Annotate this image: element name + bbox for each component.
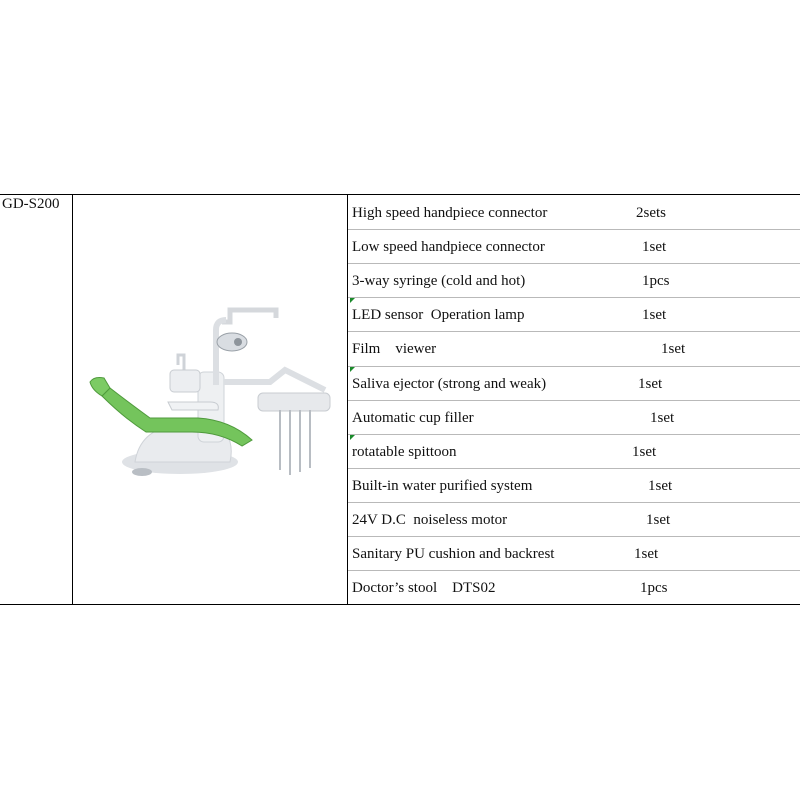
spec-item-qty: 1pcs [642, 273, 670, 289]
spec-item-qty: 1set [646, 512, 671, 528]
spec-item-name: High speed handpiece connector [352, 205, 548, 221]
spec-item-qty: 1set [648, 478, 673, 494]
spec-item-name: Doctor’s stool DTS02 [352, 580, 496, 596]
spec-item-qty: 1set [642, 307, 667, 323]
spec-row: Doctor’s stool DTS02 1pcs [350, 571, 800, 605]
cell-marker [350, 367, 355, 372]
spec-row: Sanitary PU cushion and backrest 1set [350, 537, 800, 571]
spec-item-name: Film viewer [352, 341, 437, 357]
spec-row: Automatic cup filler 1set [350, 401, 800, 435]
spec-item-qty: 1set [638, 376, 663, 392]
spec-item-name: Sanitary PU cushion and backrest [352, 546, 555, 562]
spec-item-qty: 2sets [636, 205, 666, 221]
row-separator [348, 331, 800, 332]
cell-marker [350, 298, 355, 303]
spec-item-name: LED sensor Operation lamp [352, 307, 525, 323]
row-separator [348, 366, 800, 367]
row-separator [348, 570, 800, 571]
spec-item-qty: 1set [632, 444, 657, 460]
spec-row: 24V D.C noiseless motor 1set [350, 503, 800, 537]
spec-row: Low speed handpiece connector 1set [350, 230, 800, 264]
row-separator [348, 434, 800, 435]
model-number: GD-S200 [2, 196, 60, 212]
spec-row: Saliva ejector (strong and weak) 1set [350, 367, 800, 401]
spec-row: rotatable spittoon 1set [350, 435, 800, 469]
spec-item-qty: 1set [661, 341, 686, 357]
table-bottom-border [0, 604, 800, 605]
table-top-border [0, 194, 800, 195]
spec-row: Film viewer 1set [350, 332, 800, 366]
spec-row: 3-way syringe (cold and hot) 1pcs [350, 264, 800, 298]
row-separator [348, 263, 800, 264]
spec-item-name: rotatable spittoon [352, 444, 457, 460]
spec-row: Built-in water purified system 1set [350, 469, 800, 503]
spec-item-qty: 1set [642, 239, 667, 255]
spec-item-name: Saliva ejector (strong and weak) [352, 376, 547, 392]
spec-item-qty: 1set [650, 410, 675, 426]
spec-item-name: 24V D.C noiseless motor [352, 512, 508, 528]
spec-item-qty: 1set [634, 546, 659, 562]
row-separator [348, 468, 800, 469]
row-separator [348, 536, 800, 537]
row-separator [348, 502, 800, 503]
spec-row: LED sensor Operation lamp 1set [350, 298, 800, 332]
spec-item-name: Low speed handpiece connector [352, 239, 545, 255]
table-divider-spec [347, 194, 348, 605]
dental-chair-image [89, 307, 331, 476]
row-separator [348, 229, 800, 230]
spec-item-name: 3-way syringe (cold and hot) [352, 273, 526, 289]
spec-item-name: Automatic cup filler [352, 410, 474, 426]
spec-item-qty: 1pcs [640, 580, 668, 596]
spec-row: High speed handpiece connector 2sets [350, 196, 800, 230]
spec-item-name: Built-in water purified system [352, 478, 533, 494]
row-separator [348, 297, 800, 298]
table-divider-model [72, 194, 73, 605]
row-separator [348, 400, 800, 401]
cell-marker [350, 435, 355, 440]
